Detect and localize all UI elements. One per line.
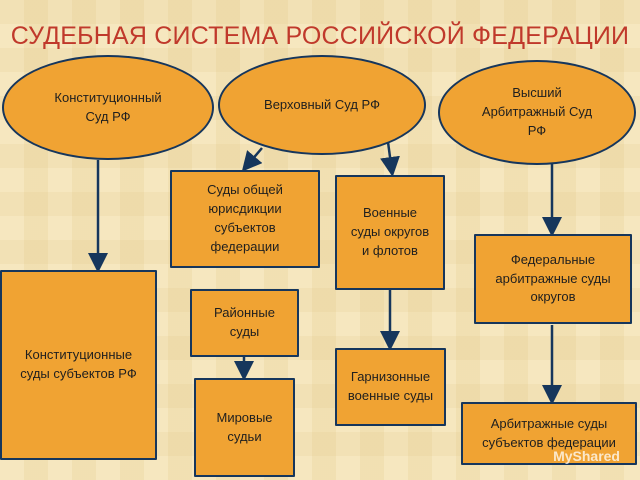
constitutional-courts-subjects-label: Конституционные суды субъектов РФ <box>20 347 137 381</box>
military-courts-node: Военные суды округов и флотов <box>335 175 445 290</box>
supreme-court-label: Верховный Суд РФ <box>264 96 380 112</box>
supreme-court-node: Верховный Суд РФ <box>218 55 426 155</box>
magistrate-courts-label: Мировые судьи <box>216 409 273 444</box>
constitutional-courts-subjects-node: Конституционные суды субъектов РФ <box>0 270 157 460</box>
arrow-supreme-to-general <box>241 147 263 172</box>
arbitration-courts-subjects-label: Арбитражные суды субъектов федерации <box>482 415 616 450</box>
constitutional-court-label: Конституционный Суд РФ <box>54 89 162 124</box>
district-courts-node: Районные суды <box>190 289 299 357</box>
constitutional-court-node: Конституционный Суд РФ <box>2 55 214 160</box>
general-jurisdiction-courts-label: Суды общей юрисдикции субъектов федераци… <box>207 182 283 254</box>
district-courts-label: Районные суды <box>214 305 275 339</box>
diagram-title: СУДЕБНАЯ СИСТЕМА РОССИЙСКОЙ ФЕДЕРАЦИИ <box>10 22 630 50</box>
arrow-supreme-to-military <box>380 141 400 177</box>
military-courts-label: Военные суды округов и флотов <box>350 205 430 258</box>
supreme-arbitration-court-label: Высший Арбитражный Суд РФ <box>481 85 593 138</box>
magistrate-courts-node: Мировые судьи <box>194 378 295 477</box>
federal-arbitration-courts-label: Федеральные арбитражные суды округов <box>495 251 611 305</box>
garrison-courts-node: Гарнизонные военные суды <box>335 348 446 426</box>
garrison-courts-label: Гарнизонные военные суды <box>347 369 434 403</box>
watermark: MyShared <box>553 448 620 464</box>
supreme-arbitration-court-node: Высший Арбитражный Суд РФ <box>438 60 636 165</box>
general-jurisdiction-courts-node: Суды общей юрисдикции субъектов федераци… <box>170 170 320 268</box>
federal-arbitration-courts-node: Федеральные арбитражные суды округов <box>474 234 632 324</box>
arbitration-courts-subjects-node: Арбитражные суды субъектов федерации <box>461 402 637 465</box>
